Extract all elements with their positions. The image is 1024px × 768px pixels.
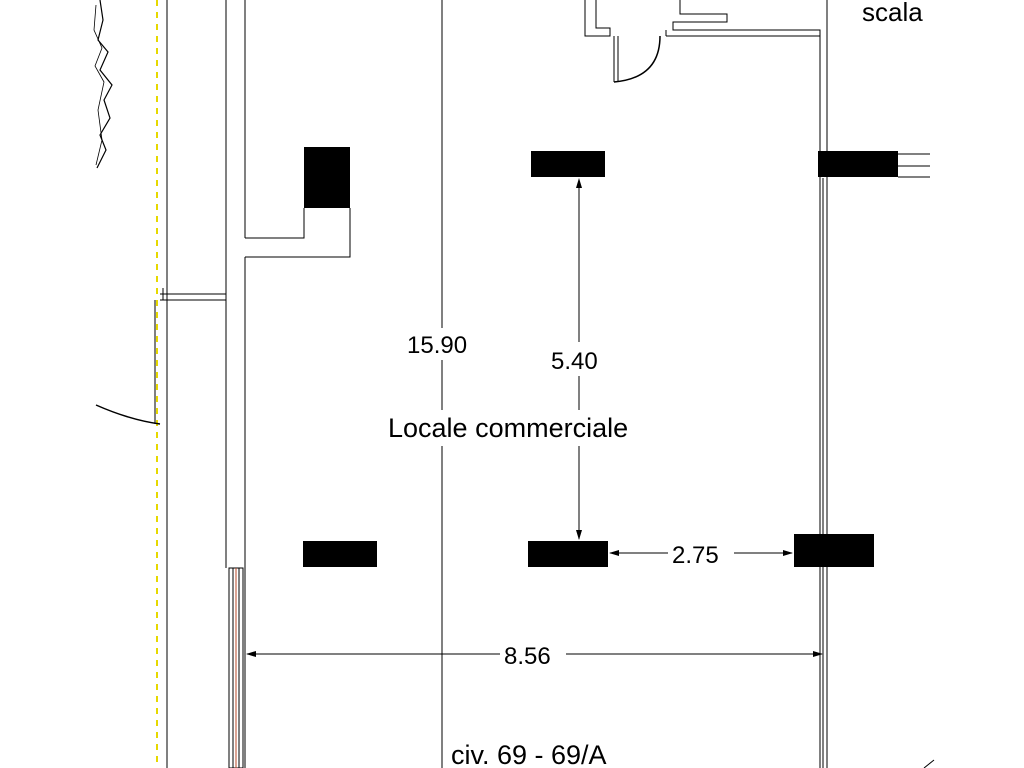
- pillar-top-right: [818, 151, 898, 177]
- stair-wall-right: [666, 0, 821, 37]
- pillar-top-center: [531, 151, 605, 177]
- pillar-bottom-left: [303, 541, 377, 567]
- arrowhead-2-75-left: [609, 550, 619, 556]
- pillar-notch: [245, 208, 351, 258]
- dimension-gap-5-40: [548, 342, 612, 376]
- arrowhead-2-75-right: [783, 550, 793, 556]
- room-label: Locale commerciale: [388, 413, 628, 443]
- stair-wall: [584, 0, 611, 37]
- dimension-gap-2-75: [668, 540, 734, 568]
- dimension-label-15-90: 15.90: [407, 332, 467, 359]
- dimension-label-2-75: 2.75: [672, 542, 719, 569]
- room-label-gap: [386, 410, 682, 446]
- arrowhead-8-56-right: [813, 651, 823, 657]
- dimension-gap-8-56: [500, 642, 566, 668]
- arrowhead-8-56-left: [246, 651, 256, 657]
- dimension-gap-15-90: [404, 328, 480, 360]
- dimension-label-5-40: 5.40: [551, 348, 598, 375]
- pillar-top-left: [304, 147, 350, 208]
- corner-tick: [923, 759, 935, 768]
- pillar-bottom-right: [794, 534, 874, 567]
- scribble-mark: [96, 0, 113, 169]
- arrowhead-5-40-bottom: [576, 530, 582, 540]
- pillar-bottom-center: [528, 541, 608, 567]
- arrowhead-5-40-top: [576, 178, 582, 188]
- scribble-mark-2: [93, 4, 105, 166]
- stair-label: scala: [862, 0, 923, 27]
- civic-label-gap: [448, 752, 644, 768]
- top-door-arc: [613, 35, 661, 83]
- left-door-arc: [95, 404, 161, 425]
- dimension-label-8-56: 8.56: [504, 643, 551, 670]
- civic-number-label: civ. 69 - 69/A: [451, 740, 607, 768]
